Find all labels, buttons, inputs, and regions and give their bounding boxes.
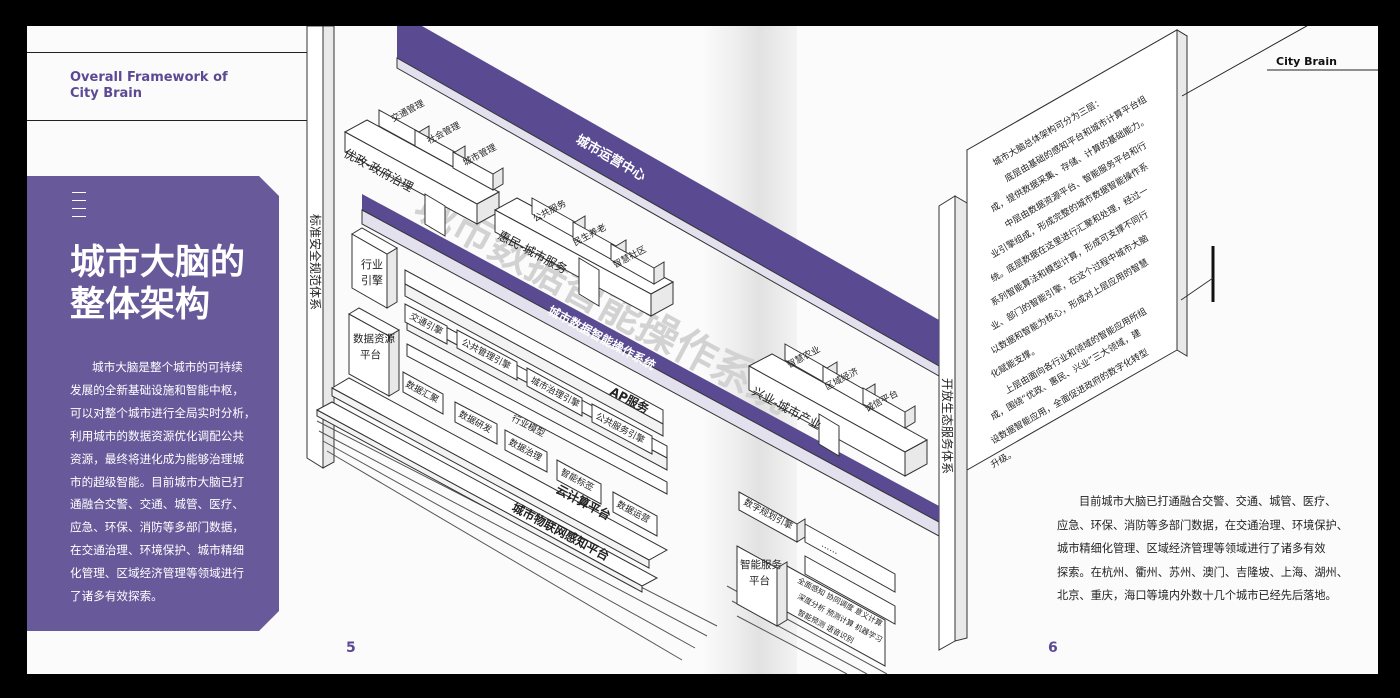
industry-engine-box bbox=[351, 227, 398, 309]
intro-line: 市的超级智能。目前城市大脑已打 bbox=[70, 474, 244, 489]
summary-line: 城市精细化管理、区域经济管理等领域进行了诸多有效 bbox=[1057, 542, 1326, 555]
industry-block bbox=[747, 343, 929, 477]
intro-line: 发展的全新基础设施和智能中枢， bbox=[70, 382, 244, 397]
people-block bbox=[493, 197, 675, 317]
brochure-spread: Overall Framework of City Brain 城市大脑的 整体… bbox=[27, 26, 1378, 674]
industry-engine-line-1: 行业 bbox=[361, 258, 383, 271]
smart-service-box bbox=[736, 545, 886, 667]
gov-block bbox=[343, 109, 504, 237]
intro-line: 利用城市的数据资源优化调配公共 bbox=[70, 428, 244, 443]
info-board bbox=[966, 29, 1188, 471]
summary-line: 北京、重庆，海口等境内外数十几个城市已经先后落地。 bbox=[1057, 589, 1337, 602]
right-pillar bbox=[938, 195, 968, 651]
data-ops-tiles bbox=[402, 371, 658, 537]
page-number-right: 6 bbox=[1048, 640, 1058, 656]
intro-line: 可以对整个城市进行全局实时分析， bbox=[70, 405, 256, 420]
page-number-left: 5 bbox=[346, 640, 356, 656]
intro-paragraph: 城市大脑是整个城市的可持续 发展的全新基础设施和智能中枢， 可以对整个城市进行全… bbox=[70, 356, 258, 608]
cloud-platform bbox=[315, 377, 669, 593]
data-resource-box bbox=[347, 307, 401, 397]
menu-lines-icon bbox=[72, 192, 86, 224]
header-diagonal-line bbox=[1181, 26, 1308, 97]
english-heading-line-2: City Brain bbox=[70, 86, 143, 101]
summary-line: 探索。在杭州、衢州、苏州、澳门、吉隆坡、上海、湖州、 bbox=[1057, 565, 1348, 579]
intro-line: 资源，最终将进化成为能够治理城 bbox=[70, 451, 244, 466]
summary-paragraph: 目前城市大脑已打通融合交警、交通、城管、医疗、 应急、环保、消防等多部门数据，在… bbox=[1057, 490, 1348, 608]
digital-planning-tile bbox=[738, 491, 896, 625]
intro-panel: 城市大脑的 整体架构 城市大脑是整个城市的可持续 发展的全新基础设施和智能中枢，… bbox=[27, 176, 279, 631]
smart-service-line-1: 智能服务 bbox=[740, 558, 782, 571]
city-brain-diagram: 标准安全规范体系 开放生态服务体系 城市运营中心 城市数据智能操作系统 bbox=[306, 26, 1378, 674]
gov-item-2: 社会管理 bbox=[425, 119, 462, 147]
page-title-line-1: 城市大脑的 bbox=[70, 243, 246, 283]
page-title-line-2: 整体架构 bbox=[70, 285, 211, 325]
summary-line: 目前城市大脑已打通融合交警、交通、城管、医疗、 bbox=[1079, 495, 1337, 508]
summary-line: 应急、环保、消防等多部门数据，在交通治理、环境保护、 bbox=[1057, 518, 1348, 532]
os-band bbox=[361, 194, 940, 537]
ops-center-band bbox=[396, 26, 940, 377]
data-resource-line-2: 平台 bbox=[360, 348, 381, 361]
intro-line: 在交通治理、环境保护、城市精细 bbox=[70, 543, 244, 558]
page-title: 城市大脑的 整体架构 bbox=[70, 242, 245, 326]
engine-tiles bbox=[404, 303, 653, 455]
intro-line: 通融合交警、交通、城管、医疗、 bbox=[70, 497, 244, 512]
left-pillar bbox=[306, 26, 335, 469]
right-pillar-label: 开放生态服务体系 bbox=[940, 378, 955, 474]
intro-line: 了诸多有效探索。 bbox=[70, 589, 163, 604]
intro-line: 城市大脑是整个城市的可持续 bbox=[92, 360, 243, 374]
gov-item-1: 交通管理 bbox=[389, 97, 426, 125]
intro-line: 应急、环保、消防等多部门数据， bbox=[70, 520, 244, 535]
smart-service-line-2: 平台 bbox=[749, 574, 770, 587]
brand-label: City Brain bbox=[1276, 55, 1337, 68]
left-pillar-label: 标准安全规范体系 bbox=[308, 214, 323, 310]
header-rule-top bbox=[27, 52, 307, 53]
header-rule-bottom bbox=[27, 120, 307, 121]
english-heading: Overall Framework of City Brain bbox=[70, 70, 228, 102]
gov-item-3: 城市管理 bbox=[461, 141, 498, 169]
side-marker-arm bbox=[1180, 277, 1214, 301]
english-heading-line-1: Overall Framework of bbox=[70, 70, 228, 85]
intro-line: 化管理、区域经济管理等领域进行 bbox=[70, 566, 244, 581]
industry-engine-line-2: 引擎 bbox=[361, 273, 383, 287]
data-resource-line-1: 数据资源 bbox=[353, 332, 395, 345]
